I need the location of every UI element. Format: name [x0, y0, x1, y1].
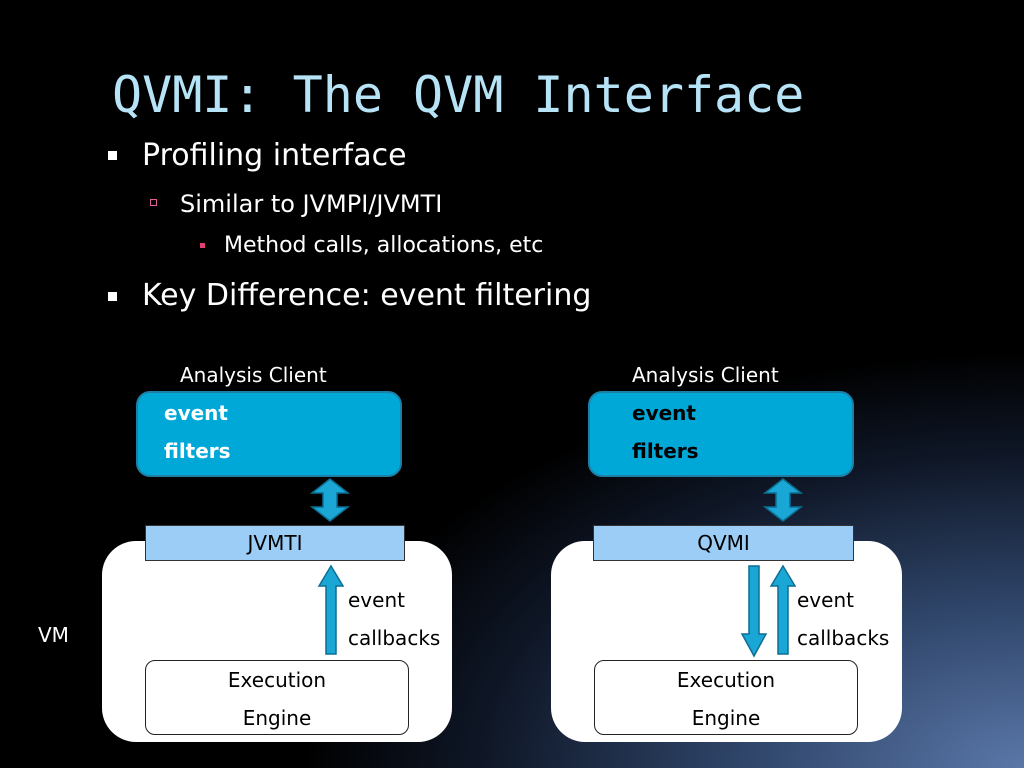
analysis-client-box: event filters [588, 391, 854, 477]
client-event-text: event [164, 401, 228, 425]
client-filters-text: filters [632, 439, 699, 463]
execution-engine-box: Execution Engine [594, 660, 858, 735]
engine-line-2: Engine [242, 706, 312, 730]
slide-title: QVMI: The QVM Interface [112, 66, 805, 124]
bullet-item: Method calls, allocations, etc [224, 233, 544, 258]
double-arrow-icon [762, 478, 804, 522]
execution-engine-box: Execution Engine [145, 660, 409, 735]
down-arrow-icon [740, 565, 768, 658]
vm-label: VM [38, 623, 69, 647]
up-arrow-icon [769, 564, 797, 655]
client-event-text: event [632, 401, 696, 425]
bullet-marker [150, 199, 157, 206]
callback-event-text: event [348, 588, 405, 612]
callback-event-text: event [797, 588, 854, 612]
bullet-marker [200, 243, 205, 248]
bullet-item: Similar to JVMPI/JVMTI [180, 190, 443, 218]
double-arrow-icon [309, 478, 351, 522]
up-arrow-icon [317, 564, 345, 655]
jvmti-interface-box: JVMTI [145, 525, 405, 561]
analysis-client-label: Analysis Client [632, 363, 779, 387]
qvmi-interface-box: QVMI [593, 525, 854, 561]
engine-line-1: Execution [676, 668, 776, 692]
engine-line-2: Engine [691, 706, 761, 730]
analysis-client-label: Analysis Client [180, 363, 327, 387]
client-filters-text: filters [164, 439, 231, 463]
bullet-item: Key Difference: event filtering [142, 278, 592, 313]
analysis-client-box: event filters [136, 391, 402, 477]
bullet-marker [108, 151, 117, 160]
engine-line-1: Execution [227, 668, 327, 692]
callback-callbacks-text: callbacks [348, 626, 441, 650]
bullet-marker [108, 292, 117, 301]
callback-callbacks-text: callbacks [797, 626, 890, 650]
bullet-item: Profiling interface [142, 138, 407, 173]
